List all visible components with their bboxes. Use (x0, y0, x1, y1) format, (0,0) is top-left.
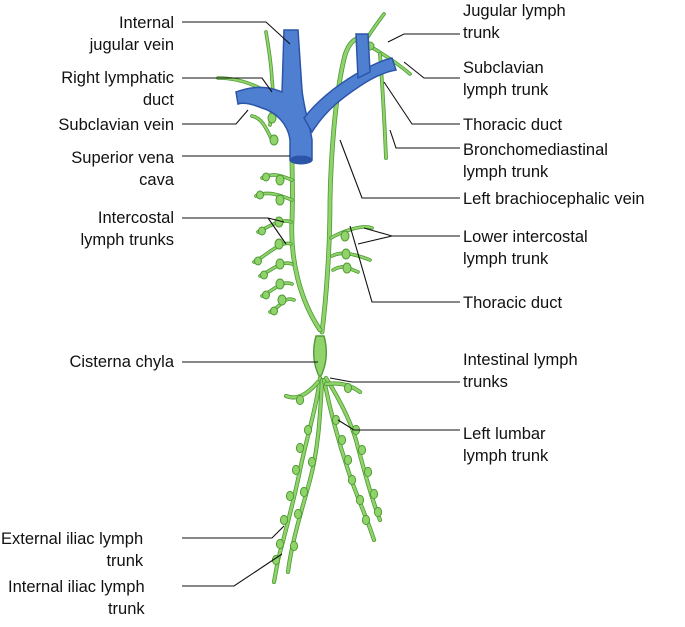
lymph-node (269, 134, 279, 146)
leader-line (387, 33, 460, 43)
leader-line (357, 227, 460, 245)
lymph-node (254, 256, 262, 266)
label-subclavian-vein: Subclavian vein (58, 116, 174, 134)
lymph-node (262, 290, 270, 300)
lymph-node (369, 488, 379, 500)
lymph-node (279, 514, 289, 526)
lymph-node (331, 414, 341, 426)
label-thoracic-duct-lower: Thoracic duct (463, 294, 563, 312)
lymph-node (337, 434, 347, 446)
lymph-node (303, 424, 313, 436)
leader-line (182, 77, 273, 93)
lymph-node (274, 238, 284, 250)
lymph-node (295, 394, 305, 406)
lymph-node (275, 278, 285, 290)
thoracic-duct (320, 35, 368, 334)
vena-cava-opening (289, 155, 313, 165)
cisterna-chyli (312, 335, 328, 380)
left-internal-jugular-vein (355, 33, 371, 80)
lymph-node (262, 172, 270, 182)
leader-line (403, 61, 460, 79)
lumbar-iliac-trunk (272, 376, 322, 584)
label-thoracic-duct-top: Thoracic duct (463, 116, 563, 134)
leader-line (182, 217, 287, 245)
lymph-node (341, 248, 351, 260)
lymph-node (363, 466, 373, 478)
right-thoracic-limb (290, 158, 322, 332)
lymph-node (355, 494, 365, 506)
lymph-node (275, 258, 285, 270)
lower-intercostal-branch (331, 252, 371, 261)
label-cisterna-chyla: Cisterna chyla (69, 353, 174, 371)
lymph-node (295, 442, 305, 454)
leader-lines (182, 21, 460, 587)
lymph-node (343, 454, 353, 466)
leader-line (182, 525, 285, 539)
lymph-node (361, 514, 371, 526)
leader-line (182, 553, 283, 587)
lymph-node (340, 230, 350, 242)
lymph-node (275, 174, 285, 186)
lymph-node (275, 538, 285, 550)
leader-line (389, 129, 460, 149)
lymphatic-vessels (216, 12, 412, 585)
lymph-node (357, 444, 367, 456)
lymph-node (270, 306, 278, 316)
lymph-node (291, 464, 301, 476)
lymph-node (342, 262, 352, 274)
lymph-node (343, 382, 353, 394)
lymph-node (275, 194, 285, 206)
leader-line (337, 419, 460, 431)
lymph-node (285, 490, 295, 502)
lymph-node (277, 294, 287, 306)
leader-line (182, 109, 249, 125)
lymph-node (347, 474, 357, 486)
leader-line (182, 21, 291, 45)
lymph-node (299, 486, 309, 498)
lymph-node (289, 540, 299, 552)
lymph-node (256, 190, 264, 200)
lumbar-iliac-trunk (324, 376, 382, 522)
leader-line (349, 225, 460, 303)
lymph-node (307, 456, 317, 468)
lymph-node (293, 508, 303, 520)
leader-line (339, 139, 460, 199)
veins (235, 29, 397, 165)
leader-line (329, 377, 460, 383)
lymph-node (373, 506, 383, 518)
lymph-node (258, 226, 266, 236)
lymph-node (260, 270, 268, 280)
left-brachiocephalic-vein (303, 57, 397, 134)
leader-line (383, 81, 460, 125)
label-left-brachiocephalic-vein: Left brachiocephalic vein (463, 190, 645, 208)
